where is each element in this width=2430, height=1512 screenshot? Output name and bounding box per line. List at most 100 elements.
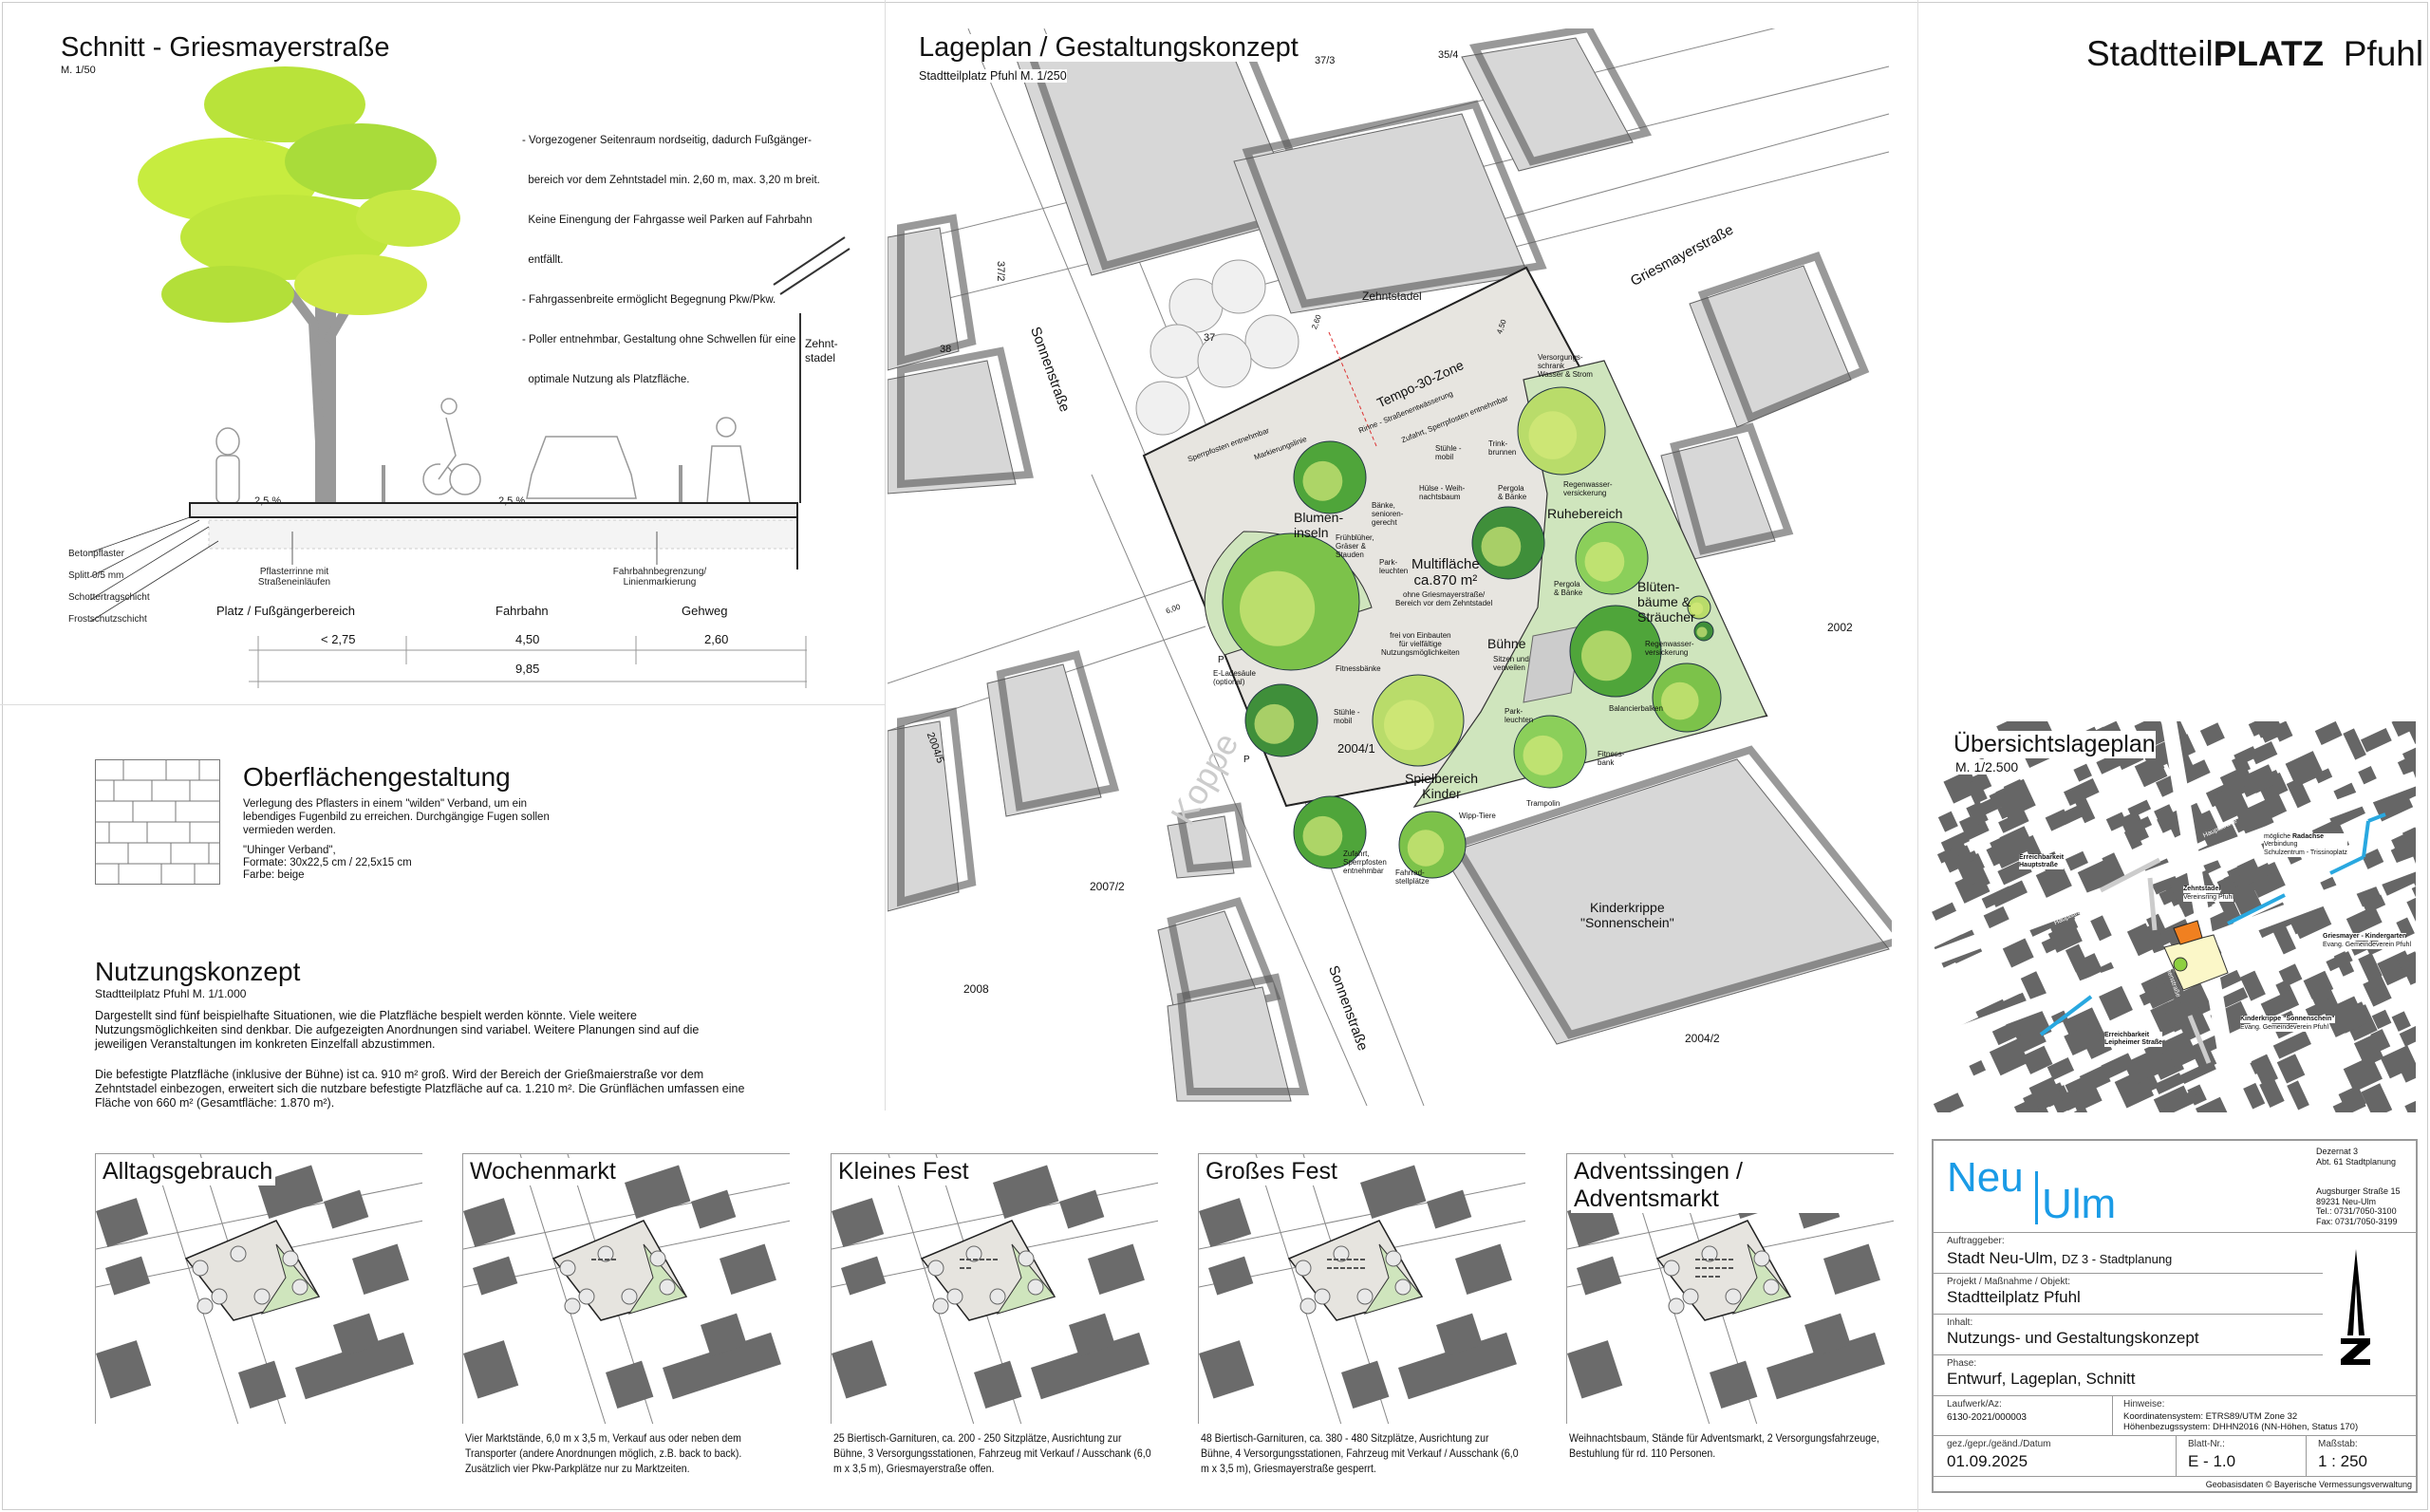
silo <box>1197 333 1252 388</box>
tree-icon <box>192 1260 209 1277</box>
scenario-title: Kleines Fest <box>835 1158 972 1185</box>
building <box>1966 801 1989 827</box>
tree-highlight <box>1384 700 1434 751</box>
schnitt-scale: M. 1/50 <box>61 65 96 76</box>
road-edge <box>888 1154 975 1424</box>
building <box>2063 777 2100 806</box>
tree-icon <box>291 1279 308 1296</box>
building <box>1199 1340 1255 1399</box>
spec-line: Farbe: beige <box>243 869 305 881</box>
lageplan-label: 37/2 <box>995 261 1006 282</box>
road-edge <box>967 28 1178 532</box>
lageplan-label: 2004/2 <box>1685 1032 1720 1045</box>
furniture <box>1702 1276 1707 1278</box>
lageplan-label: 2007/2 <box>1090 880 1125 893</box>
massstab: 1 : 250 <box>2318 1452 2367 1470</box>
lageplan-label: 2008 <box>963 982 989 996</box>
lageplan-label: Blüten- bäume & Sträucher <box>1637 579 1695 625</box>
furniture <box>960 1259 964 1260</box>
address-line: Augsburger Straße 15 <box>2316 1186 2401 1196</box>
building <box>1823 1243 1880 1296</box>
furniture <box>1695 1267 1700 1269</box>
lageplan-label: Fitness- bank <box>1598 750 1625 768</box>
tree-highlight <box>1254 703 1295 744</box>
lageplan-label: 2002 <box>1827 621 1853 634</box>
building <box>2126 923 2158 957</box>
building <box>2405 721 2416 744</box>
dim-value: 4,50 <box>515 632 540 646</box>
building <box>1940 831 1971 852</box>
building <box>324 1189 369 1229</box>
scenario-map <box>463 1154 790 1424</box>
green-area <box>996 1243 1056 1315</box>
furniture <box>960 1267 964 1269</box>
building-shadow <box>1670 422 1794 555</box>
building <box>2047 1057 2075 1081</box>
radachse-arrow <box>2039 995 2093 1036</box>
furniture <box>598 1259 603 1260</box>
scenario-map <box>96 1154 422 1424</box>
building <box>2250 741 2278 765</box>
tree-icon <box>597 1245 614 1262</box>
lageplan-label: 35/4 <box>1438 49 1459 61</box>
tree-icon <box>621 1288 638 1305</box>
building <box>2074 796 2096 824</box>
building <box>2400 1063 2416 1083</box>
hinweise-label: Hinweise: <box>2123 1399 2165 1409</box>
building <box>1969 1060 1987 1076</box>
silo <box>1244 314 1299 369</box>
radachse-arrow <box>2227 893 2286 925</box>
building <box>1208 1256 1254 1296</box>
lageplan-label: Kinderkrippe "Sonnenschein" <box>1580 900 1674 931</box>
lageplan-label: Versorgungs- schrank Wasser & Strom <box>1538 353 1593 380</box>
divider <box>0 704 885 705</box>
furniture <box>1722 1259 1727 1260</box>
furniture <box>1354 1259 1358 1260</box>
building <box>237 1360 287 1409</box>
nutzung-p2: Die befestigte Platzfläche (inklusive de… <box>95 1068 745 1110</box>
tree-highlight <box>1240 570 1316 646</box>
oberflaeche-text: Verlegung des Pflasters in einem "wilden… <box>243 798 550 836</box>
tree-highlight <box>1481 526 1522 567</box>
road-edge <box>96 1182 422 1250</box>
paving-pattern <box>95 759 220 885</box>
building-shadow <box>1176 802 1252 873</box>
building <box>1167 986 1292 1102</box>
scenario-caption: Weihnachtsbaum, Stände für Adventsmarkt,… <box>1569 1431 1879 1460</box>
building <box>2303 970 2334 999</box>
furniture <box>986 1259 991 1260</box>
building <box>2390 837 2416 869</box>
building <box>1804 1313 1851 1357</box>
tree-highlight <box>1584 541 1625 582</box>
building <box>2276 1054 2306 1084</box>
title-bold: PLATZ <box>2213 34 2325 73</box>
building <box>2219 987 2249 1009</box>
tree-highlight <box>1661 681 1699 720</box>
auftraggeber-name: Stadt Neu-Ulm, <box>1947 1249 2058 1267</box>
building <box>2071 953 2103 981</box>
furniture <box>1709 1267 1713 1269</box>
sheet-title: StadtteilPLATZ Pfuhl <box>2086 34 2423 74</box>
tree-icon <box>1394 1279 1411 1296</box>
building <box>2139 982 2172 1006</box>
tree-highlight <box>1302 460 1343 501</box>
lageplan-label: 2004/1 <box>1337 741 1375 756</box>
furniture <box>1715 1267 1720 1269</box>
tree-icon <box>1575 521 1649 595</box>
silo <box>1135 381 1190 436</box>
nutzung-scale: Stadtteilplatz Pfuhl M. 1/1.000 <box>95 987 247 1000</box>
furniture <box>1354 1267 1358 1269</box>
building <box>663 1332 781 1400</box>
lageplan-label: Park- leuchten <box>1379 558 1409 576</box>
furniture <box>1702 1267 1707 1269</box>
lageplan-label: Park- leuchten <box>1505 707 1534 725</box>
scenario-map <box>1199 1154 1525 1424</box>
lageplan-scale: Stadtteilplatz Pfuhl M. 1/250 <box>919 69 1067 83</box>
road-edge <box>152 1154 239 1424</box>
building <box>2045 809 2070 831</box>
auftraggeber: Stadt Neu-Ulm, DZ 3 - Stadtplanung <box>1947 1249 2172 1268</box>
furniture <box>611 1259 616 1260</box>
furniture <box>966 1267 971 1269</box>
tree-icon <box>1333 1245 1350 1262</box>
tree-icon <box>253 1288 271 1305</box>
